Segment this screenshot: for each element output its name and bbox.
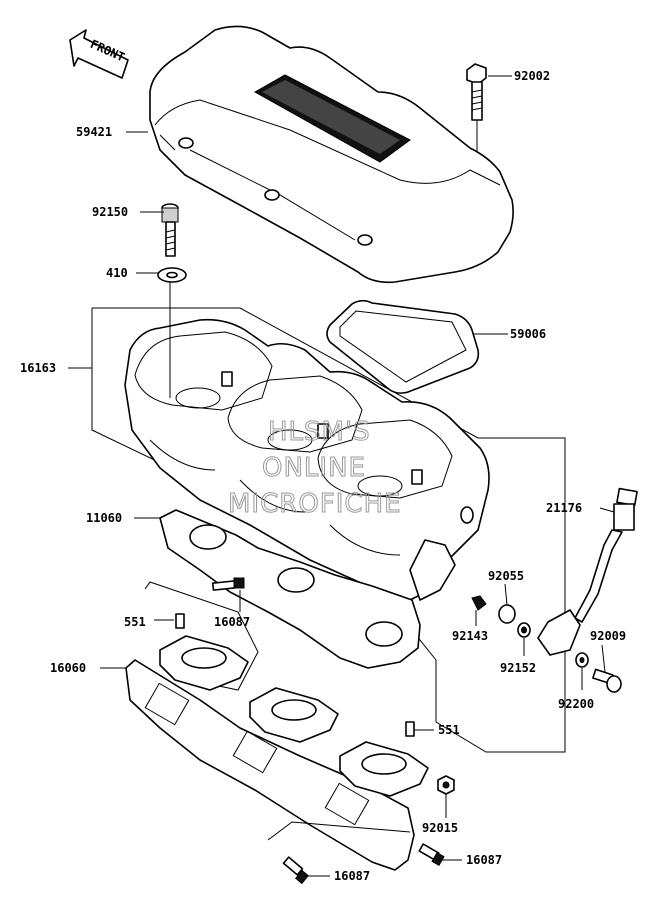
label-92002: 92002: [514, 69, 550, 83]
o-ring-92055: [498, 604, 516, 624]
label-92055: 92055: [488, 569, 524, 583]
bolt-92009: [592, 668, 622, 693]
collar-92152: [517, 622, 531, 638]
washer-410: [157, 267, 187, 283]
cylinder-head-cover: [149, 25, 514, 284]
pin-551-upper: [175, 613, 185, 629]
throttle-body-assembly: [124, 318, 490, 601]
washer-92200: [575, 652, 589, 668]
nut-92015: [437, 775, 455, 795]
label-92009: 92009: [590, 629, 626, 643]
label-21176: 21176: [546, 501, 582, 515]
label-59006: 59006: [510, 327, 546, 341]
label-92200: 92200: [558, 697, 594, 711]
watermark-line-2: ONLINE: [262, 453, 366, 483]
label-92152: 92152: [500, 661, 536, 675]
watermark-line-1: HLSM'S: [268, 417, 371, 447]
exhaust-manifold-16060: [125, 635, 429, 871]
damper-92143: [471, 595, 487, 611]
gasket-59006: [326, 299, 480, 394]
label-11060: 11060: [86, 511, 122, 525]
bolt-92150: [161, 203, 179, 257]
label-16087-c: 16087: [334, 869, 370, 883]
leader-lines: [68, 75, 615, 877]
label-16087-b: 16087: [466, 853, 502, 867]
plug-16087-lower-left: [282, 856, 309, 885]
label-551-a: 551: [124, 615, 146, 629]
label-59421: 59421: [76, 125, 112, 139]
label-16163: 16163: [20, 361, 56, 375]
label-92015: 92015: [422, 821, 458, 835]
label-92150: 92150: [92, 205, 128, 219]
pin-551-lower: [405, 721, 415, 737]
label-92143: 92143: [452, 629, 488, 643]
label-410: 410: [106, 266, 128, 280]
sensor-21176: [537, 487, 638, 656]
bolt-92002: [466, 63, 487, 121]
gasket-11060: [159, 509, 421, 669]
plug-bracket-lower: [267, 821, 411, 841]
front-arrow-icon: FRONT: [69, 29, 129, 79]
watermark: HLSM'S ONLINE MICROFICHE: [228, 417, 402, 520]
plug-bracket-upper: [144, 581, 259, 691]
plug-16087-lower-right: [418, 843, 445, 867]
part-labels: 92002 59421 92150 410 59006 16163 21176 …: [20, 69, 626, 883]
watermark-line-3: MICROFICHE: [228, 489, 402, 519]
label-16087-a: 16087: [214, 615, 250, 629]
plug-16087-upper: [211, 577, 245, 591]
label-551-b: 551: [438, 723, 460, 737]
label-16060: 16060: [50, 661, 86, 675]
